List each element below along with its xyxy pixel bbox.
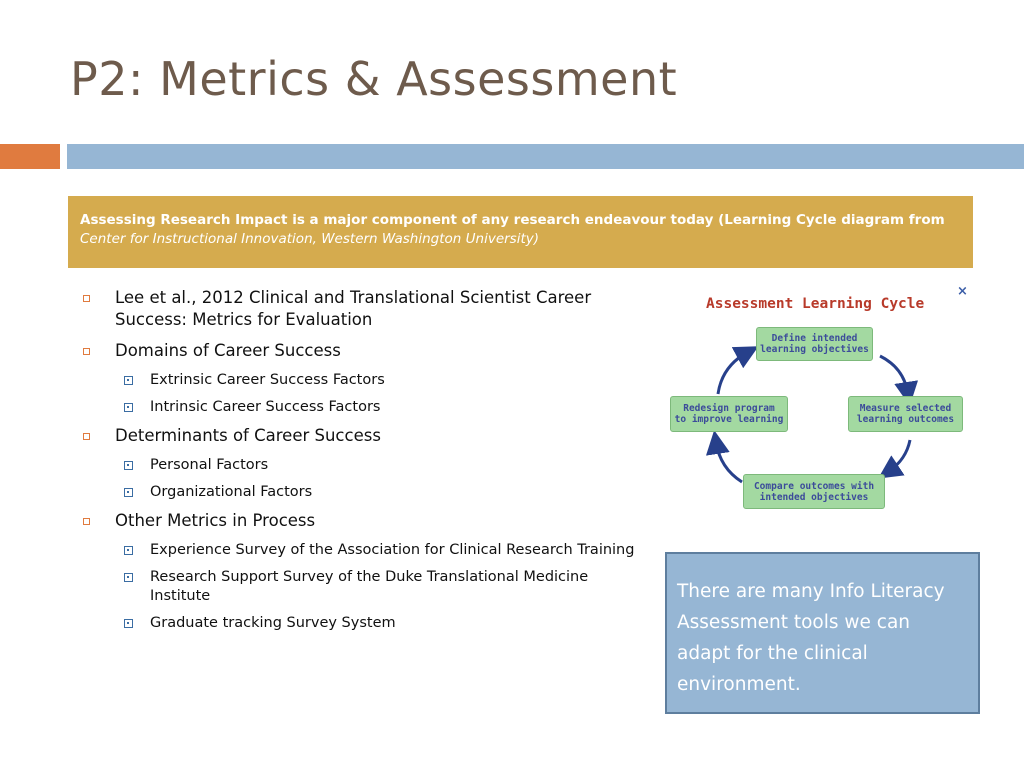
sub-bullet-label: Graduate tracking Survey System (150, 615, 396, 631)
filled-square-icon (124, 488, 133, 497)
sub-bullet-item: Graduate tracking Survey System (78, 614, 638, 633)
node-redesign-program: Redesign program to improve learning (670, 396, 788, 432)
close-icon[interactable]: × (957, 284, 968, 299)
header-bar (67, 144, 1024, 169)
bullet-label: Lee et al., 2012 Clinical and Translatio… (115, 288, 592, 329)
hollow-square-icon (83, 518, 90, 525)
bullet-item: Lee et al., 2012 Clinical and Translatio… (78, 287, 638, 331)
filled-square-icon (124, 461, 133, 470)
sub-bullet-label: Extrinsic Career Success Factors (150, 372, 385, 388)
sub-bullet-label: Organizational Factors (150, 484, 313, 500)
filled-square-icon (124, 546, 133, 555)
bullet-item: Domains of Career Success (78, 340, 638, 362)
bullet-item: Other Metrics in Process (78, 510, 638, 532)
sub-bullet-label: Personal Factors (150, 457, 269, 473)
accent-bar (0, 144, 60, 169)
filled-square-icon (124, 403, 133, 412)
sub-bullet-item: Research Support Survey of the Duke Tran… (78, 568, 638, 606)
sub-bullet-item: Experience Survey of the Association for… (78, 541, 638, 560)
node-measure-outcomes: Measure selected learning outcomes (848, 396, 963, 432)
bullet-list: Lee et al., 2012 Clinical and Translatio… (78, 287, 638, 641)
learning-cycle-diagram: Assessment Learning Cycle × Define inten… (664, 282, 984, 522)
hollow-square-icon (83, 348, 90, 355)
sub-bullet-label: Experience Survey of the Association for… (150, 542, 635, 558)
cycle-arrows (705, 346, 919, 484)
sub-bullet-item: Personal Factors (78, 456, 638, 475)
node-define-objectives: Define intended learning objectives (756, 327, 873, 361)
filled-square-icon (124, 573, 133, 582)
curved-arrow-icon (716, 346, 759, 395)
node-compare-outcomes: Compare outcomes with intended objective… (743, 474, 885, 509)
bullet-label: Determinants of Career Success (115, 426, 381, 445)
filled-square-icon (124, 619, 133, 628)
sub-bullet-item: Intrinsic Career Success Factors (78, 398, 638, 417)
hollow-square-icon (83, 433, 90, 440)
subtitle-banner: Assessing Research Impact is a major com… (68, 196, 973, 268)
sub-bullet-item: Organizational Factors (78, 483, 638, 502)
bullet-item: Determinants of Career Success (78, 425, 638, 447)
callout-box: There are many Info Literacy Assessment … (665, 552, 980, 714)
bullet-label: Other Metrics in Process (115, 511, 316, 530)
sub-bullet-label: Research Support Survey of the Duke Tran… (150, 569, 589, 604)
curved-arrow-icon (705, 430, 743, 484)
bullet-label: Domains of Career Success (115, 341, 341, 360)
banner-italic-text: Center for Instructional Innovation, Wes… (80, 231, 540, 247)
sub-bullet-label: Intrinsic Career Success Factors (150, 399, 381, 415)
slide-title: P2: Metrics & Assessment (70, 52, 678, 106)
banner-bold-text: Assessing Research Impact is a major com… (80, 212, 945, 228)
diagram-title: Assessment Learning Cycle (706, 296, 925, 312)
hollow-square-icon (83, 295, 90, 302)
curved-arrow-icon (878, 439, 912, 479)
sub-bullet-item: Extrinsic Career Success Factors (78, 371, 638, 390)
filled-square-icon (124, 376, 133, 385)
curved-arrow-icon (879, 354, 919, 406)
